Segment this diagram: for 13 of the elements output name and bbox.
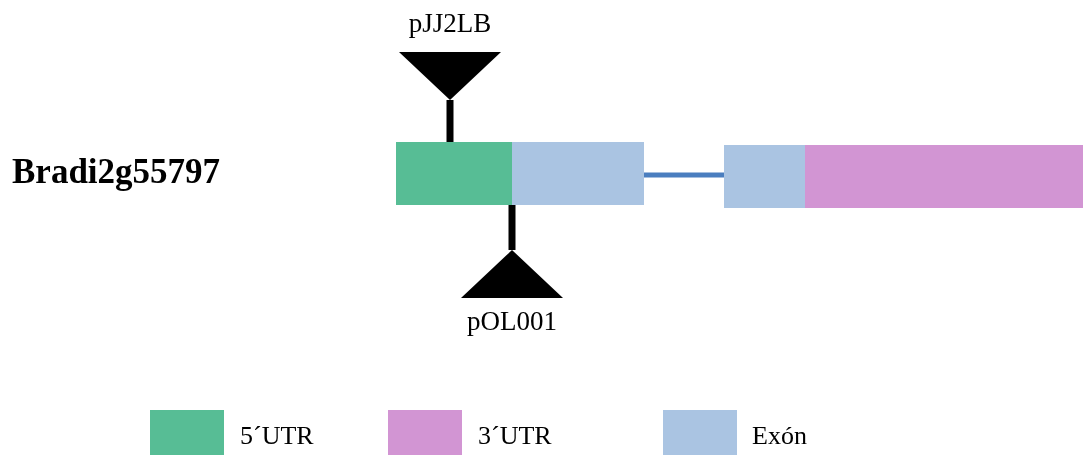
intron-line	[644, 172, 724, 178]
utr-segment	[396, 142, 512, 205]
exon-segment	[512, 142, 644, 205]
legend-label: Exón	[752, 421, 807, 451]
insertion-label: pOL001	[467, 306, 557, 336]
legend-label: 3´UTR	[478, 421, 552, 451]
utr-segment	[805, 145, 1083, 208]
legend-label: 5´UTR	[240, 421, 314, 451]
exon-segment	[724, 145, 805, 208]
insertion-stem	[446, 100, 454, 142]
insertion-stem	[508, 205, 516, 250]
gene-name: Bradi2g55797	[12, 152, 221, 192]
insertion-label: pJJ2LB	[408, 8, 492, 38]
